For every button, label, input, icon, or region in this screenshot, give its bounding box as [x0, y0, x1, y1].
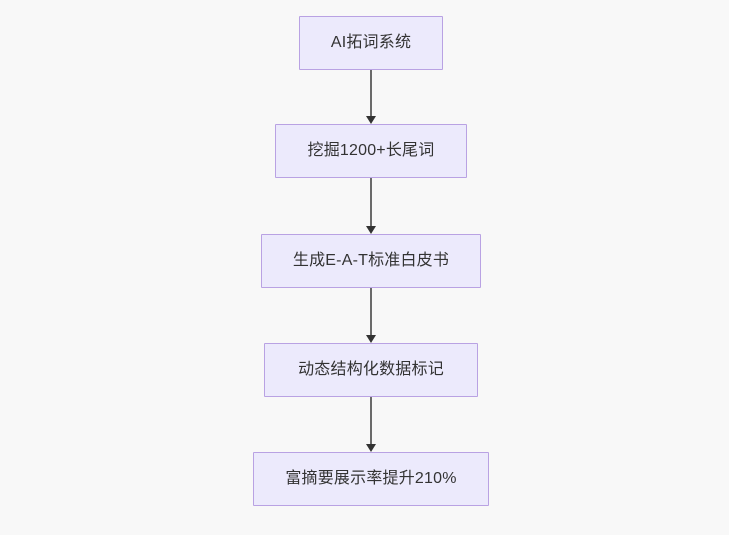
edge-connector-4	[370, 397, 372, 444]
edge-arrowhead-1	[365, 116, 376, 124]
node-generate-eat-whitepaper[interactable]: 生成E-A-T标准白皮书	[261, 234, 481, 288]
edge-arrowhead-4	[365, 444, 376, 452]
edge-connector-1	[370, 70, 372, 116]
node-label-dynamic-structured-data: 动态结构化数据标记	[298, 361, 444, 378]
node-ai-keyword-system[interactable]: AI拓词系统	[299, 16, 443, 70]
node-dynamic-structured-data[interactable]: 动态结构化数据标记	[264, 343, 478, 397]
node-label-rich-snippet-uplift: 富摘要展示率提升210%	[285, 470, 457, 487]
node-label-mine-longtail-keywords: 挖掘1200+长尾词	[307, 142, 435, 159]
node-mine-longtail-keywords[interactable]: 挖掘1200+长尾词	[275, 124, 467, 178]
edge-connector-3	[370, 288, 372, 335]
edge-connector-2	[370, 178, 372, 226]
node-rich-snippet-uplift[interactable]: 富摘要展示率提升210%	[253, 452, 489, 506]
node-label-generate-eat-whitepaper: 生成E-A-T标准白皮书	[292, 252, 450, 269]
edge-arrowhead-3	[365, 335, 376, 343]
edge-arrowhead-2	[365, 226, 376, 234]
node-label-ai-keyword-system: AI拓词系统	[330, 34, 412, 51]
